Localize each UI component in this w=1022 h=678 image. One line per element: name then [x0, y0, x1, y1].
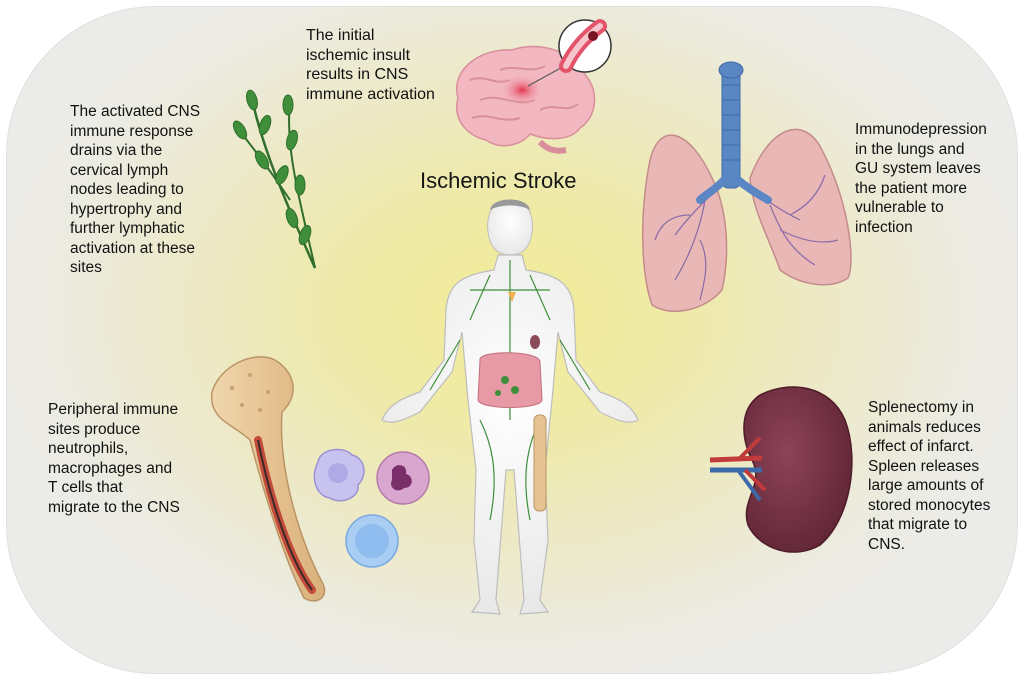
caption-cns-activation: The initial ischemic insult results in C… — [306, 27, 435, 103]
caption-bone-marrow: Peripheral immune sites produce neutroph… — [48, 401, 180, 516]
t-cell-icon — [345, 514, 399, 568]
femur-bone-icon — [211, 356, 326, 602]
macrophage-icon — [313, 448, 365, 502]
spleen-icon — [709, 386, 853, 553]
lungs-icon — [641, 61, 852, 313]
neutrophil-icon — [376, 451, 430, 505]
caption-lungs: Immunodepression in the lungs and GU sys… — [855, 121, 987, 236]
lymph-node-chain-icon — [232, 89, 317, 269]
human-body-icon — [381, 199, 639, 615]
caption-spleen: Splenectomy in animals reduces effect of… — [868, 399, 991, 553]
diagram-title: Ischemic Stroke — [420, 168, 577, 193]
caption-lymph-nodes: The activated CNS immune response drains… — [70, 103, 201, 276]
brain-icon — [455, 45, 596, 154]
blood-vessel-icon — [558, 19, 612, 73]
